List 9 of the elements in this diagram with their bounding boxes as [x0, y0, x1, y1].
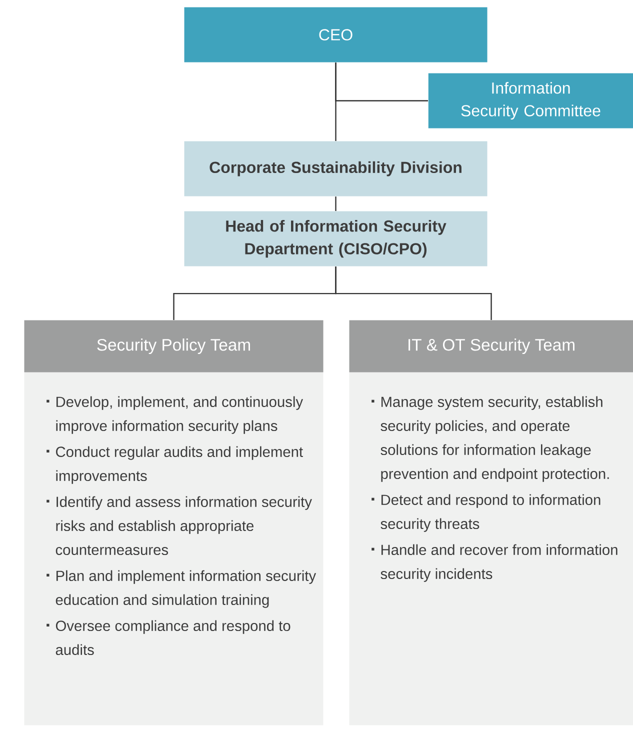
team-panel: IT & OT Security Team Manage system security, establish security policies, and operate solutions for information leakage prevention and endpoint protection. Detect and respond to information security threats Handle and recover from information security incidents: [349, 320, 633, 726]
title-box: Information Security Committee: [428, 73, 633, 128]
connector-line: [335, 62, 428, 102]
department-box: Corporate Sustainability Division: [184, 141, 488, 196]
team-panel: Security Policy Team Develop, implement, and continuously improve information security plans Conduct regular audits and implement improvements Identify and assess information security risks and establish appropriate countermeasures Plan and implement information security education and simulation training Oversee compliance and respond to audits: [24, 320, 324, 726]
title-box: CEO: [184, 7, 488, 62]
department-box: Head of Information Security Department (CISO/CPO): [184, 211, 488, 266]
connector-line: [335, 266, 492, 320]
connector-line: [335, 196, 336, 211]
